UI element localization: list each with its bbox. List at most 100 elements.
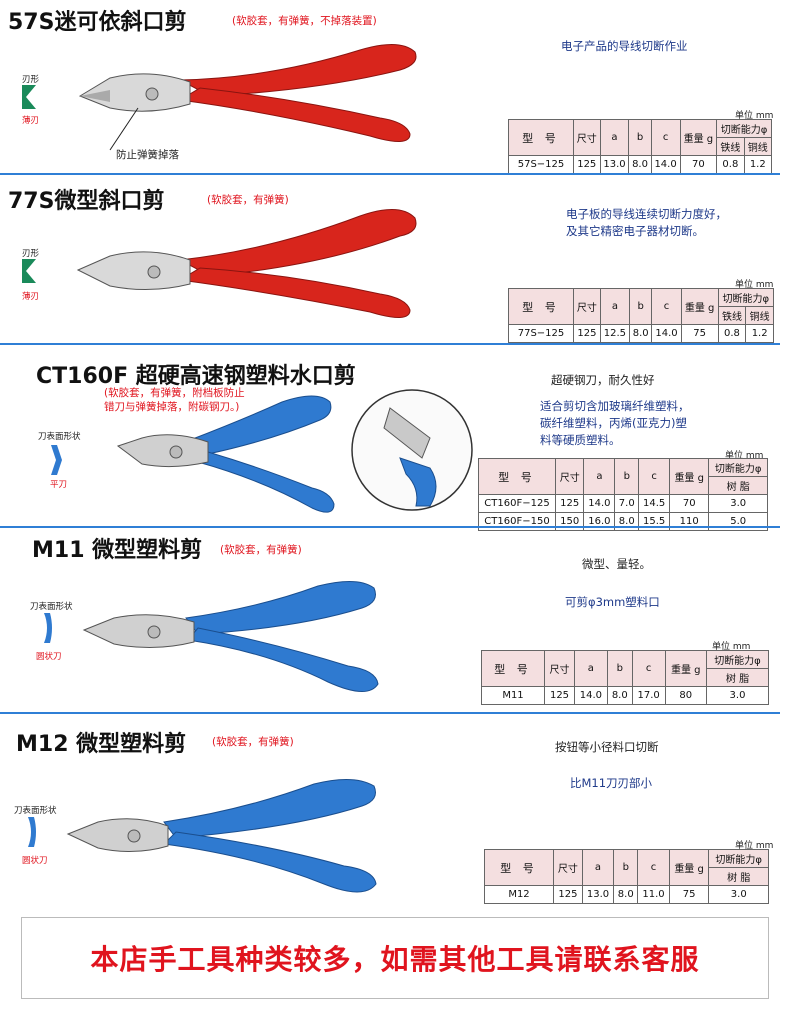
cell: 3.0 (708, 885, 769, 904)
detail-zoom-image (351, 389, 473, 511)
unit-label: 单位 mm (735, 841, 774, 851)
section-divider (0, 712, 780, 714)
store-banner: 本店手工具种类较多，如需其他工具请联系客服 (21, 917, 769, 999)
cell: 14.0 (651, 324, 682, 343)
product-note: (软胶套，有弹簧) (207, 194, 289, 206)
col-c: c (651, 288, 682, 325)
unit-label: 单位 mm (735, 280, 774, 290)
cell: 14.0 (583, 494, 616, 513)
unit-label: 单位 mm (712, 642, 751, 652)
blade-shape-icon (44, 613, 52, 643)
col-a: a (599, 288, 631, 325)
col-capacity: 切断能力φ (708, 458, 768, 477)
col-weight: 重量 g (679, 119, 718, 156)
table-header-row: 型 号 尺寸 a b c 重量 g 切断能力φ (508, 119, 772, 156)
pliers-image (82, 581, 379, 692)
pliers-image (76, 209, 417, 318)
cell: 70 (669, 494, 710, 513)
col-weight: 重量 g (664, 650, 707, 687)
cell: 77S−125 (508, 324, 574, 343)
col-a: a (583, 458, 616, 495)
product-desc: 电子产品的导线切断作业 (561, 39, 688, 53)
cell: 0.8 (716, 155, 745, 174)
product-title: CT160F 超硬高速钢塑料水口剪 (36, 364, 356, 389)
blade-shape-label: 刀表面形状 (14, 806, 57, 816)
col-b: b (613, 849, 639, 886)
col-iron: 铁线 (717, 306, 747, 325)
cell: 12.5 (599, 324, 631, 343)
blade-shape-name: 圆状刀 (36, 652, 62, 662)
cell: CT160F−125 (478, 494, 556, 513)
cell: 1.2 (745, 324, 774, 343)
col-model: 型 号 (484, 849, 554, 886)
col-weight: 重量 g (668, 849, 710, 886)
section-divider (0, 526, 780, 528)
blade-shape-name: 薄刃 (22, 116, 40, 126)
col-c: c (650, 119, 681, 156)
blade-shape-name: 圆状刀 (22, 856, 48, 866)
product-title: 77S微型斜口剪 (8, 189, 165, 214)
spec-table: 型 号 尺寸 a b c 重量 g 切断能力φ 铁线 铜线 77S−125 12… (508, 288, 775, 343)
col-model: 型 号 (508, 288, 574, 325)
col-resin: 树 脂 (708, 867, 769, 886)
cell: 75 (680, 324, 719, 343)
product-desc-top: 微型、量轻。 (582, 557, 651, 571)
blade-shape-label: 刃形 (22, 75, 40, 85)
col-iron: 铁线 (716, 137, 745, 156)
cell: 70 (679, 155, 718, 174)
product-desc: 可剪φ3mm塑料口 (565, 595, 660, 609)
col-b: b (614, 458, 640, 495)
col-b: b (629, 288, 653, 325)
cell: 14.0 (574, 686, 608, 705)
col-b: b (606, 650, 633, 687)
cell: 3.0 (708, 494, 768, 513)
table-row: M12 125 13.0 8.0 11.0 75 3.0 (484, 885, 769, 904)
spring-callout: 防止弹簧掉落 (116, 149, 179, 161)
spec-table: 型 号 尺寸 a b c 重量 g 切断能力φ 铁线 铜线 57S−125 12… (508, 119, 773, 174)
section-divider (0, 173, 780, 175)
cell: 125 (573, 155, 601, 174)
col-b: b (628, 119, 652, 156)
blade-shape-icon (22, 85, 36, 109)
cell: 125 (544, 686, 575, 705)
cell: 125 (554, 494, 585, 513)
col-size: 尺寸 (573, 288, 601, 325)
cell: M12 (484, 885, 554, 904)
cell: 3.0 (705, 686, 770, 705)
pliers-image (116, 395, 335, 513)
col-model: 型 号 (478, 458, 556, 495)
table-row: CT160F−125 125 14.0 7.0 14.5 70 3.0 (478, 494, 768, 513)
cell: 13.0 (599, 155, 630, 174)
blade-shape-label: 刃形 (22, 249, 40, 259)
product-note: 错刀与弹簧掉落，附碳钢刀。) (104, 401, 240, 413)
col-size: 尺寸 (544, 650, 575, 687)
col-c: c (631, 650, 666, 687)
blade-shape-label: 刀表面形状 (38, 432, 81, 442)
banner-text: 本店手工具种类较多，如需其他工具请联系客服 (90, 943, 700, 976)
col-size: 尺寸 (554, 458, 585, 495)
table-row: 77S−125 125 12.5 8.0 14.0 75 0.8 1.2 (508, 324, 774, 343)
table-header-row: 型 号 尺寸 a b c 重量 g 切断能力φ (508, 288, 775, 325)
col-a: a (581, 849, 615, 886)
spec-table: 型 号 尺寸 a b c 重量 g 切断能力φ 树 脂 M12 125 13.0… (484, 849, 769, 904)
col-weight: 重量 g (680, 288, 719, 325)
product-note: (软胶套，有弹簧) (220, 544, 302, 556)
col-capacity: 切断能力φ (717, 288, 775, 307)
cell: M11 (481, 686, 545, 705)
col-copper: 铜线 (743, 137, 773, 156)
spec-table: 型 号 尺寸 a b c 重量 g 切断能力φ 树 脂 M11 125 14.0… (481, 650, 770, 705)
product-title: 57S迷可依斜口剪 (8, 10, 187, 35)
col-weight: 重量 g (669, 458, 710, 495)
blade-shape-icon (51, 445, 62, 475)
col-capacity: 切断能力φ (716, 119, 772, 138)
product-desc: 电子板的导线连续切断力度好， (566, 207, 727, 221)
col-copper: 铜线 (745, 306, 774, 325)
product-note: (软胶套，有弹簧，附档板防止 (104, 387, 245, 399)
cell: 1.2 (743, 155, 773, 174)
table-row: 57S−125 125 13.0 8.0 14.0 70 0.8 1.2 (508, 155, 773, 174)
cell: 17.0 (631, 686, 666, 705)
cell: 57S−125 (508, 155, 574, 174)
cell: 8.0 (628, 155, 652, 174)
pliers-image (78, 44, 417, 151)
col-a: a (599, 119, 630, 156)
